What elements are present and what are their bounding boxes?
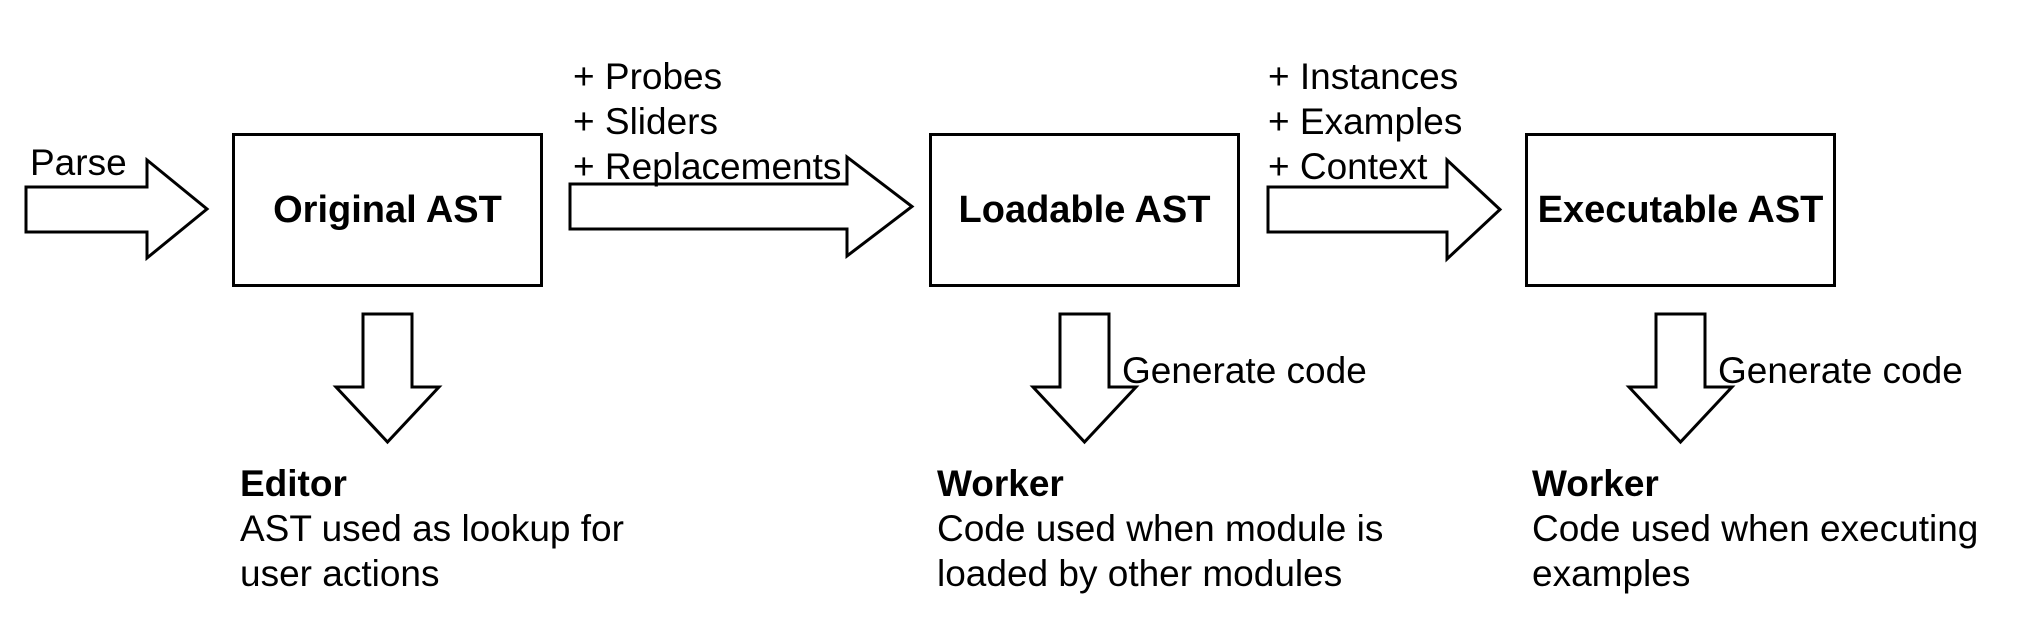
output-title: Worker — [1532, 463, 1659, 504]
output-description-line: Code used when executing — [1532, 508, 1979, 549]
annotation-line: + Context — [1268, 146, 1428, 187]
generate-code-down-arrow-1-icon — [1029, 312, 1140, 445]
generate-code-down-arrow-2-icon — [1625, 312, 1736, 445]
original-ast-box: Original AST — [232, 133, 543, 287]
output-description-line: loaded by other modules — [937, 553, 1343, 594]
executable-ast-box-label: Executable AST — [1537, 188, 1824, 231]
to-executable-annotations: + Instances + Examples + Context — [1268, 54, 1462, 189]
output-editor: Editor AST used as lookup for user actio… — [240, 461, 624, 596]
original-ast-box-label: Original AST — [273, 188, 502, 231]
annotation-line: + Instances — [1268, 56, 1459, 97]
output-worker-executable: Worker Code used when executing examples — [1532, 461, 1978, 596]
to-loadable-annotations: + Probes + Sliders + Replacements — [573, 54, 841, 189]
annotation-line: + Replacements — [573, 146, 842, 187]
annotation-line: + Probes — [573, 56, 723, 97]
annotation-line: + Examples — [1268, 101, 1463, 142]
generate-code-label-1: Generate code — [1122, 350, 1367, 391]
output-title: Editor — [240, 463, 347, 504]
output-description-line: Code used when module is — [937, 508, 1384, 549]
loadable-ast-box-label: Loadable AST — [958, 188, 1211, 231]
to-loadable-arrow-icon — [568, 153, 915, 260]
loadable-ast-box: Loadable AST — [929, 133, 1240, 287]
parse-arrow-icon — [24, 156, 210, 262]
to-editor-down-arrow-icon — [332, 312, 443, 445]
to-executable-arrow-icon — [1266, 156, 1503, 263]
output-description-line: examples — [1532, 553, 1691, 594]
annotation-line: + Sliders — [573, 101, 718, 142]
parse-label: Parse — [30, 142, 127, 183]
executable-ast-box: Executable AST — [1525, 133, 1836, 287]
output-worker-loadable: Worker Code used when module is loaded b… — [937, 461, 1383, 596]
output-description-line: user actions — [240, 553, 440, 594]
output-description-line: AST used as lookup for — [240, 508, 624, 549]
generate-code-label-2: Generate code — [1718, 350, 1963, 391]
output-title: Worker — [937, 463, 1064, 504]
